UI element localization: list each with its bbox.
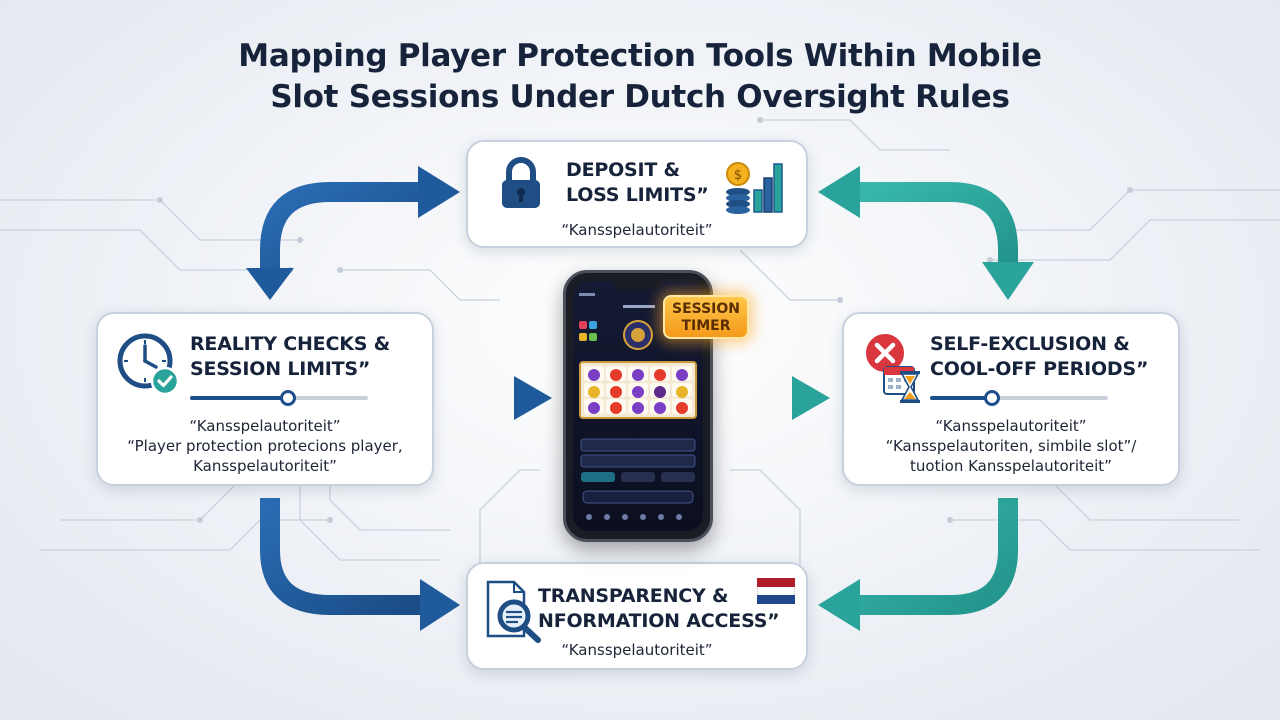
slot-symbol bbox=[628, 366, 648, 381]
cool-off-slider[interactable] bbox=[930, 390, 1108, 406]
slot-symbol bbox=[606, 366, 626, 381]
card-transparency: TRANSPARENCY & NFORMATION ACCESS” “Kanss… bbox=[466, 562, 808, 670]
deposit-subtext-line-1: “Kansspelautoriteit” bbox=[561, 221, 713, 239]
slot-symbol bbox=[672, 382, 692, 398]
card-deposit-loss-limits: DEPOSIT & LOSS LIMITS” $ “Kansspelautori… bbox=[466, 140, 808, 248]
document-search-icon bbox=[486, 580, 541, 643]
session-limit-slider[interactable] bbox=[190, 390, 368, 406]
arrow-head-phone-left bbox=[514, 376, 552, 420]
exclusion-subtext-line-3: tuotion Kansspelautoriteit” bbox=[910, 457, 1112, 475]
slot-symbol bbox=[584, 366, 604, 381]
slot-symbol bbox=[606, 399, 626, 414]
slot-symbol bbox=[606, 382, 626, 398]
exclusion-heading-line-1: SELF-EXCLUSION & bbox=[930, 333, 1130, 355]
transparency-subtext: “Kansspelautoriteit” bbox=[468, 640, 806, 660]
title-line-2: Slot Sessions Under Dutch Oversight Rule… bbox=[270, 79, 1010, 115]
reality-subtext-line-3: Kansspelautoriteit” bbox=[193, 457, 337, 475]
slot-symbol bbox=[650, 382, 670, 398]
reality-subtext: “Kansspelautoriteit” “Player protection … bbox=[98, 416, 432, 476]
check-badge-icon bbox=[150, 366, 180, 396]
slot-reels[interactable] bbox=[579, 361, 697, 419]
arrow-head-transparency-left bbox=[420, 579, 460, 631]
hourglass-icon bbox=[900, 371, 920, 403]
arrow-head-exclusion-left bbox=[792, 376, 830, 420]
deposit-heading: DEPOSIT & LOSS LIMITS” bbox=[566, 158, 709, 208]
title-line-1: Mapping Player Protection Tools Within M… bbox=[238, 38, 1042, 74]
slot-game-screen[interactable] bbox=[573, 281, 703, 531]
deposit-heading-line-1: DEPOSIT & bbox=[566, 159, 680, 181]
session-timer-badge: SESSION TIMER bbox=[663, 295, 749, 339]
bar-chart-icon bbox=[753, 163, 783, 213]
cool-off-slider-fill bbox=[930, 396, 993, 400]
card-reality-checks: REALITY CHECKS & SESSION LIMITS” “Kanssp… bbox=[96, 312, 434, 486]
reality-subtext-line-2: “Player protection protecions player, bbox=[127, 437, 403, 455]
slot-symbol bbox=[584, 382, 604, 398]
reality-heading-line-2: SESSION LIMITS” bbox=[190, 358, 371, 380]
lock-icon bbox=[502, 157, 540, 208]
transparency-heading-line-2: NFORMATION ACCESS” bbox=[538, 610, 780, 632]
slot-symbol bbox=[650, 366, 670, 381]
slot-symbol bbox=[628, 399, 648, 414]
arrow-reality-to-deposit bbox=[260, 182, 418, 282]
transparency-heading: TRANSPARENCY & NFORMATION ACCESS” bbox=[538, 584, 780, 634]
netherlands-flag-icon bbox=[757, 578, 795, 604]
arrow-head-transparency-right bbox=[818, 579, 860, 631]
deposit-heading-line-2: LOSS LIMITS” bbox=[566, 184, 709, 206]
slot-symbol bbox=[672, 366, 692, 381]
slot-symbol bbox=[672, 399, 692, 414]
page-title: Mapping Player Protection Tools Within M… bbox=[140, 36, 1140, 118]
arrow-head-exclusion-top bbox=[982, 262, 1034, 300]
slot-symbol bbox=[650, 399, 670, 414]
arrow-reality-to-transparency bbox=[260, 498, 420, 615]
session-timer-line-2: TIMER bbox=[681, 318, 731, 334]
arrow-head-reality-top bbox=[246, 268, 294, 300]
arrow-exclusion-to-transparency bbox=[860, 498, 1018, 615]
slot-symbol bbox=[584, 399, 604, 414]
exclusion-subtext-line-2: “Kansspelautoriten, simbile slot”/ bbox=[885, 437, 1137, 455]
reality-heading: REALITY CHECKS & SESSION LIMITS” bbox=[190, 332, 390, 382]
arrow-head-deposit-right bbox=[818, 166, 860, 218]
mobile-phone bbox=[563, 270, 713, 542]
phone-notch bbox=[614, 281, 662, 289]
slot-symbol bbox=[628, 382, 648, 398]
card-self-exclusion: SELF-EXCLUSION & COOL-OFF PERIODS” “Kans… bbox=[842, 312, 1180, 486]
x-circle-icon bbox=[864, 332, 906, 374]
coin-stack-icon: $ bbox=[726, 162, 750, 214]
slot-ui-decor bbox=[579, 293, 696, 520]
session-timer-line-1: SESSION bbox=[671, 301, 740, 317]
arrow-deposit-to-exclusion bbox=[860, 182, 1018, 262]
svg-text:$: $ bbox=[734, 168, 742, 183]
arrow-head-deposit bbox=[418, 166, 460, 218]
exclusion-heading-line-2: COOL-OFF PERIODS” bbox=[930, 358, 1149, 380]
session-limit-slider-fill bbox=[190, 396, 288, 400]
exclusion-subtext-line-1: “Kansspelautoriteit” bbox=[935, 417, 1087, 435]
deposit-subtext: “Kansspelautoriteit” bbox=[468, 220, 806, 240]
exclusion-heading: SELF-EXCLUSION & COOL-OFF PERIODS” bbox=[930, 332, 1148, 382]
reality-heading-line-1: REALITY CHECKS & bbox=[190, 333, 390, 355]
transparency-heading-line-1: TRANSPARENCY & bbox=[538, 585, 729, 607]
reality-subtext-line-1: “Kansspelautoriteit” bbox=[189, 417, 341, 435]
session-limit-slider-knob[interactable] bbox=[279, 390, 296, 406]
exclusion-subtext: “Kansspelautoriteit” “Kansspelautoriten,… bbox=[844, 416, 1178, 476]
cool-off-slider-knob[interactable] bbox=[984, 390, 1001, 406]
transparency-subtext-line-1: “Kansspelautoriteit” bbox=[561, 641, 713, 659]
